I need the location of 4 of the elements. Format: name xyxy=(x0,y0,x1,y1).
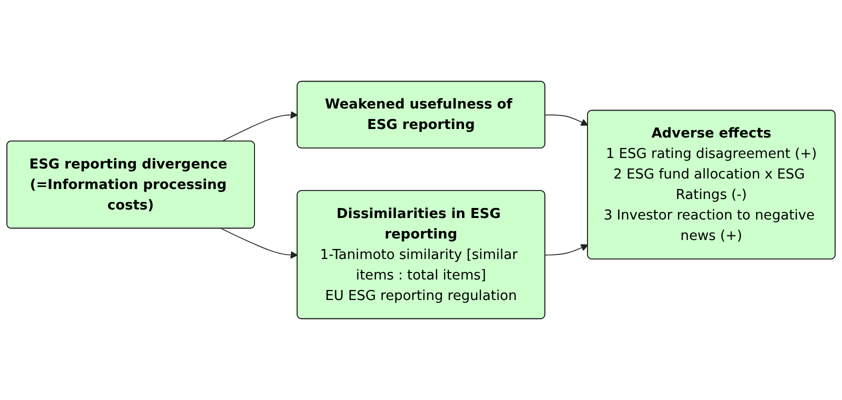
arrow xyxy=(220,111,298,142)
arrow xyxy=(544,244,588,256)
arrow xyxy=(544,114,588,126)
arrow xyxy=(220,228,298,259)
